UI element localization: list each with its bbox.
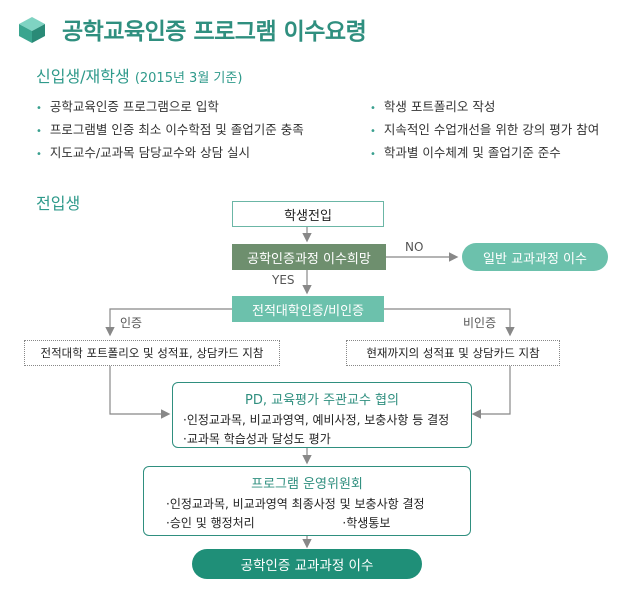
bullet-dot-icon: • (370, 126, 376, 137)
section-heading-text: 신입생/재학생 (36, 67, 130, 86)
bullet-dot-icon: • (36, 149, 42, 160)
arrow-to-certified (105, 308, 232, 337)
bullet-list-left: •공학교육인증 프로그램으로 입학 •프로그램별 인증 최소 이수학점 및 졸업… (36, 96, 304, 165)
cube-icon (19, 17, 45, 43)
certified-label: 인증 (120, 316, 143, 330)
committee-title: 프로그램 운영위원회 (251, 477, 363, 492)
page-title: 공학교육인증 프로그램 이수요령 (62, 19, 367, 45)
arrow-certified-to-consult (109, 366, 171, 419)
list-item: •공학교육인증 프로그램으로 입학 (36, 99, 219, 114)
arrow-uncertified-to-consult (471, 366, 511, 419)
consult-title: PD, 교육평가 주관교수 협의 (245, 393, 399, 408)
consult-line: ·교과목 학습성과 달성도 평가 (183, 432, 331, 446)
list-item: •프로그램별 인증 최소 이수학점 및 졸업기준 충족 (36, 122, 304, 137)
committee-notify: ·학생통보 (342, 516, 391, 530)
flow-start-box: 학생전입 (232, 201, 384, 227)
bullet-dot-icon: • (370, 149, 376, 160)
list-item: •학과별 이수체계 및 졸업기준 준수 (370, 145, 561, 160)
bullet-dot-icon: • (370, 103, 376, 114)
bullet-dot-icon: • (36, 103, 42, 114)
section-heading-note: (2015년 3월 기준) (134, 71, 243, 86)
list-item: •학생 포트폴리오 작성 (370, 99, 496, 114)
flow-certified-docs-box: 전적대학 포트폴리오 및 성적표, 상담카드 지참 (24, 340, 280, 366)
uncertified-label: 비인증 (463, 316, 497, 330)
bullet-list-right: •학생 포트폴리오 작성 •지속적인 수업개선을 위한 강의 평가 참여 •학과… (370, 96, 599, 165)
flow-committee-panel: 프로그램 운영위원회 ·인정교과목, 비교과영역 최종사정 및 보충사항 결정 … (143, 466, 471, 536)
section-heading-freshmen: 신입생/재학생 (2015년 3월 기준) (36, 63, 242, 87)
yes-label: YES (272, 273, 295, 287)
committee-line: ·인정교과목, 비교과영역 최종사정 및 보충사항 결정 (166, 497, 425, 511)
flow-consult-panel: PD, 교육평가 주관교수 협의 ·인정교과목, 비교과영역, 예비사정, 보충… (172, 382, 472, 448)
section-heading-transfer: 전입생 (36, 194, 81, 213)
bullet-dot-icon: • (36, 126, 42, 137)
flow-certified-check-box: 전적대학인증/비인증 (232, 296, 384, 322)
flow-general-box: 일반 교과과정 이수 (462, 243, 608, 271)
committee-line: ·승인 및 행정처리 ·학생통보 (166, 514, 470, 531)
committee-approval: ·승인 및 행정처리 (166, 516, 255, 530)
list-item: •지속적인 수업개선을 위한 강의 평가 참여 (370, 122, 600, 137)
list-item: •지도교수/교과목 담당교수와 상담 실시 (36, 145, 251, 160)
flow-wish-box: 공학인증과정 이수희망 (232, 244, 386, 270)
flow-final-box: 공학인증 교과과정 이수 (192, 549, 422, 579)
consult-line: ·인정교과목, 비교과영역, 예비사정, 보충사항 등 결정 (183, 413, 450, 427)
arrow-to-uncertified (384, 308, 515, 337)
no-label: NO (405, 240, 424, 254)
flow-uncertified-docs-box: 현재까지의 성적표 및 상담카드 지참 (346, 340, 560, 366)
